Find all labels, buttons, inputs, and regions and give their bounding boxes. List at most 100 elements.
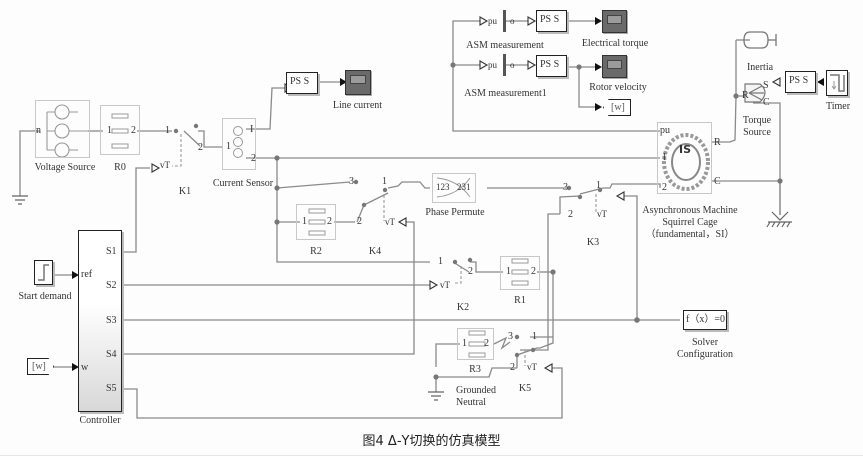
r1-label: R1 <box>514 295 526 306</box>
r1-port2: 2 <box>531 266 536 277</box>
k4-blade <box>363 192 389 206</box>
line-current-label: Line current <box>332 100 383 111</box>
ps-s-converter-line[interactable]: PS S <box>286 72 318 94</box>
from-w-block[interactable] <box>27 358 54 375</box>
k4-port1: 1 <box>382 176 387 187</box>
k1-label[interactable]: K1 <box>178 186 192 197</box>
wire-s4-k4 <box>122 221 415 355</box>
grounded-neutral-label-1[interactable]: Grounded <box>456 385 496 396</box>
r3-port2: 2 <box>484 338 489 349</box>
voltage-source-label: Voltage Source <box>34 162 96 173</box>
asm-meas1-out: o <box>510 60 515 70</box>
torque-source-label-2: Source <box>743 127 771 138</box>
cs-port2: 2 <box>251 153 256 164</box>
r0-block[interactable] <box>100 105 140 155</box>
start-demand-block[interactable] <box>34 260 53 285</box>
wire-gnd-r3 <box>435 343 460 367</box>
wire-s1-k1 <box>122 167 150 253</box>
k1-blade <box>183 130 201 147</box>
ps-s-converter-torque[interactable]: PS S <box>536 10 567 32</box>
asm-block[interactable] <box>657 122 712 194</box>
line-current-scope[interactable] <box>345 70 371 95</box>
asm-port-c: C <box>714 176 721 187</box>
k1-port2: 2 <box>198 142 203 153</box>
ps-s-converter-timer[interactable]: PS S <box>785 71 816 93</box>
phase-permute-block[interactable] <box>432 173 476 203</box>
solver-label-2: Configuration <box>676 349 734 360</box>
k2-label[interactable]: K2 <box>456 302 470 313</box>
r2-block[interactable] <box>296 204 336 240</box>
solver-configuration-block[interactable]: f（x）=0 <box>683 310 727 330</box>
ps-s-text: PS S <box>290 76 310 87</box>
electrical-torque-label: Electrical torque <box>581 38 649 49</box>
ps-s-text: PS S <box>540 14 560 25</box>
solver-text: f（x）=0 <box>686 314 725 325</box>
r1-block[interactable] <box>500 256 540 290</box>
wire-k1-cs <box>198 130 222 148</box>
r3-label: R3 <box>469 364 481 375</box>
phase-permute-icon <box>436 177 471 198</box>
k5-port1: 1 <box>532 331 537 342</box>
controller-out-s4: S4 <box>106 349 117 360</box>
k3-label[interactable]: K3 <box>586 237 600 248</box>
timer-icon <box>830 74 845 92</box>
wire-bus-vertical <box>276 158 430 263</box>
k3-port1: 1 <box>596 180 601 191</box>
current-sensor-block[interactable] <box>222 118 256 170</box>
controller-label: Controller <box>79 415 121 426</box>
wire-k3-2 <box>559 195 581 214</box>
k5-port2: 2 <box>510 362 515 373</box>
k4-label[interactable]: K4 <box>368 246 382 257</box>
r2-port2: 2 <box>327 216 332 227</box>
torque-source-label-1[interactable]: Torque <box>742 115 772 126</box>
k3-port2: 2 <box>568 209 573 220</box>
voltage-source-block[interactable] <box>35 100 90 158</box>
resistor-icons <box>111 113 529 358</box>
rotor-velocity-label: Rotor velocity <box>589 82 647 93</box>
solver-label-1: Solver <box>691 337 719 348</box>
wire-vs-ground <box>19 130 40 196</box>
inertia-label[interactable]: Inertia <box>746 62 774 73</box>
k5-label[interactable]: K5 <box>518 383 532 394</box>
inertia-icon <box>743 31 777 49</box>
ts-port-c: C <box>763 97 770 108</box>
k5-ctrl: vT <box>527 362 537 372</box>
ps-s-text: PS S <box>789 75 809 86</box>
wire-pu-meas <box>452 20 480 65</box>
r3-port1: 1 <box>462 338 467 349</box>
ps-s-converter-velocity[interactable]: PS S <box>536 55 567 77</box>
k4-port3: 3 <box>349 176 354 187</box>
r0-port2: 2 <box>131 125 136 136</box>
step-icon <box>38 264 49 281</box>
ts-port-s: S <box>763 80 769 91</box>
goto-w-block[interactable] <box>603 99 631 116</box>
controller-in-ref: ref <box>81 269 93 280</box>
rotor-velocity-scope[interactable] <box>602 55 627 78</box>
k2-port2: 2 <box>468 266 473 277</box>
asm-port-r: R <box>714 137 721 148</box>
asm-measurement-label: ASM measurement <box>466 40 544 51</box>
asm-label-3: （fundamental，SI） <box>645 229 735 240</box>
r3-block[interactable] <box>457 328 494 360</box>
controller-out-s2: S2 <box>106 280 117 291</box>
current-sensor-icon <box>233 126 243 158</box>
cs-port-i: I <box>250 124 254 135</box>
grounded-neutral-label-2: Neutral <box>456 397 486 408</box>
controller-block[interactable] <box>78 230 122 412</box>
asm-meas-in: pu <box>488 16 497 26</box>
k4-port2: 2 <box>357 216 362 227</box>
timer-block[interactable] <box>826 70 848 96</box>
wire-bus-k4-3 <box>276 181 351 189</box>
wire-gnd-k5 <box>436 367 517 378</box>
electrical-torque-scope[interactable] <box>602 10 627 33</box>
pp-in: 123 <box>436 182 450 192</box>
wire-pu-meas1 <box>452 64 660 132</box>
asm-meas-out: o <box>510 16 515 26</box>
k1-port1: 1 <box>165 125 170 136</box>
phase-permute-label: Phase Permute <box>425 207 485 218</box>
asm-label-2: Squirrel Cage <box>662 217 718 228</box>
wire-k2-r1 <box>470 261 503 273</box>
start-demand-label: Start demand <box>18 291 72 302</box>
k5-port3: 3 <box>508 331 513 342</box>
